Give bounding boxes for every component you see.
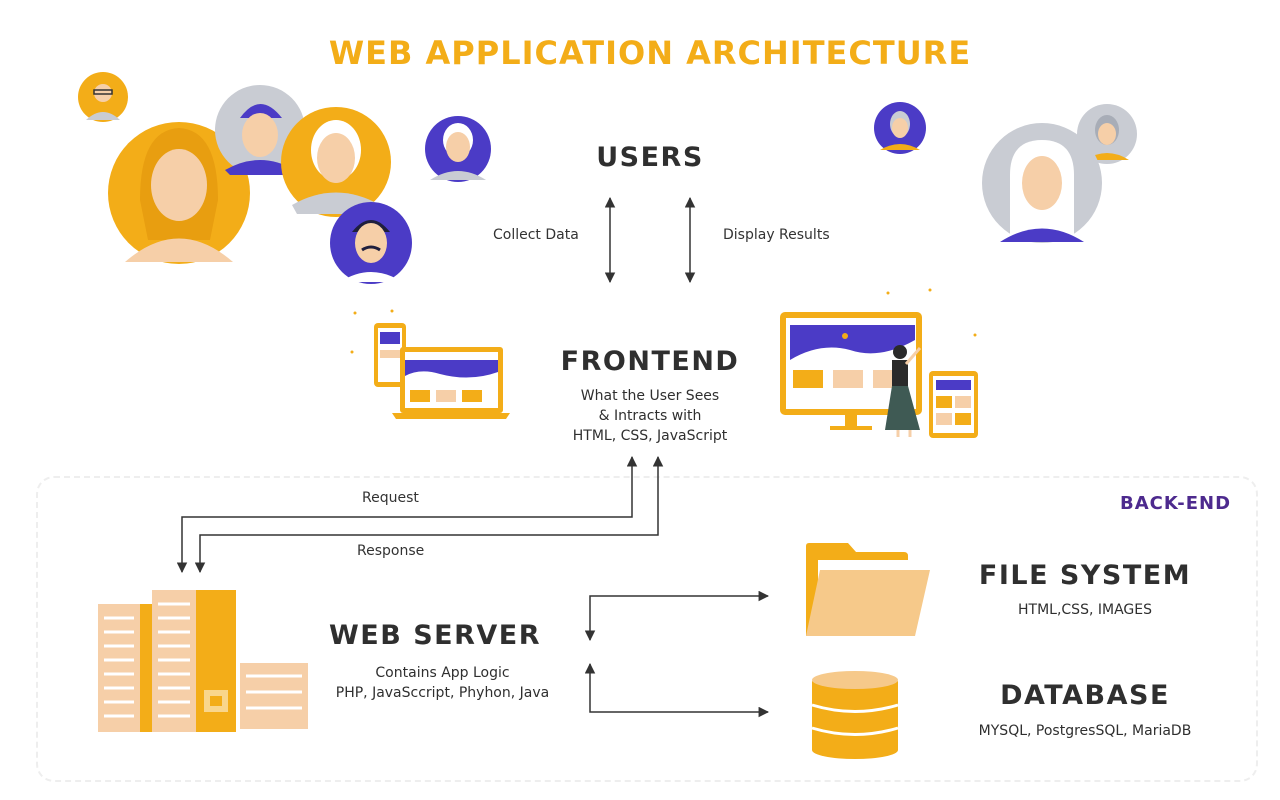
frontend-technologies: HTML, CSS, JavaScript: [572, 428, 728, 444]
web-server-technologies: PHP, JavaSccript, Phyhon, Java: [335, 685, 550, 701]
response-connector: [194, 455, 664, 574]
user-avatar-small-glasses: [78, 72, 128, 122]
response-label: Response: [357, 543, 425, 559]
user-avatar-mustache-man: [330, 202, 412, 284]
user-avatar-elder-woman: [425, 116, 491, 182]
web-server-description: Contains App Logic: [375, 665, 510, 681]
database-engines: MYSQL, PostgresSQL, MariaDB: [978, 723, 1192, 739]
file-system-contents: HTML,CSS, IMAGES: [1018, 602, 1152, 618]
web-server-title: WEB SERVER: [328, 620, 541, 651]
frontend-devices-left: [350, 309, 510, 419]
frontend-title: FRONTEND: [560, 346, 740, 377]
frontend-description-1: What the User Sees: [580, 388, 720, 404]
frontend-devices-right: [780, 288, 978, 438]
backend-label: BACK-END: [1120, 493, 1232, 514]
collect-data-label: Collect Data: [493, 227, 579, 243]
user-avatar-large-grey-woman: [982, 123, 1102, 243]
users-title: USERS: [596, 142, 704, 173]
file-system-title: FILE SYSTEM: [978, 560, 1192, 591]
request-label: Request: [362, 490, 419, 506]
file-system-connector: [584, 590, 770, 642]
folder-icon: [806, 543, 930, 636]
user-avatar-elder-man: [281, 107, 391, 217]
user-avatar-large-woman: [108, 122, 250, 264]
server-racks: [98, 590, 308, 732]
database-connector: [584, 662, 770, 718]
database-icon: [811, 671, 899, 759]
frontend-description-2: & Intracts with: [598, 408, 702, 424]
diagram-title: WEB APPLICATION ARCHITECTURE: [328, 34, 972, 72]
database-title: DATABASE: [1000, 680, 1170, 711]
display-results-label: Display Results: [723, 227, 830, 243]
user-avatar-small-grey: [1077, 104, 1137, 164]
user-avatar-small-purple: [874, 102, 926, 154]
